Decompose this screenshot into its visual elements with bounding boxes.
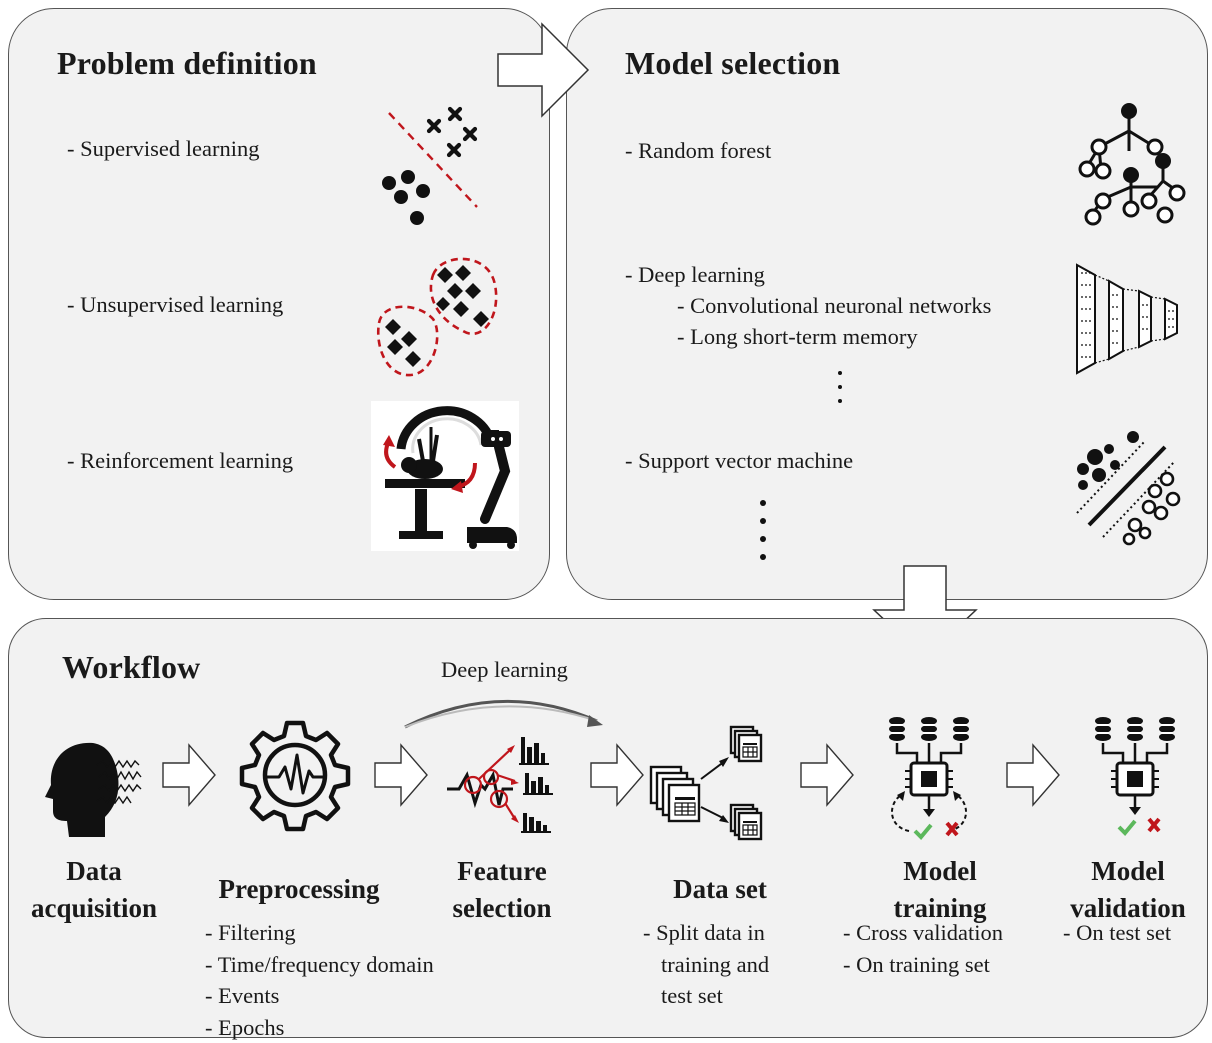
random-forest-item: - Random forest — [625, 138, 772, 163]
supervised-learning-item: - Supervised learning — [67, 136, 260, 161]
cross-icon — [1147, 817, 1161, 833]
deep-learning-item: - Deep learning — [625, 262, 765, 287]
feature-selection-icon — [447, 737, 553, 833]
step-arrow-icon — [374, 743, 428, 807]
step-arrow-icon — [1006, 743, 1060, 807]
deep-learning-label: Deep learning — [441, 657, 568, 682]
data-set-icon — [649, 725, 763, 841]
model-validation-chip-icon — [1095, 717, 1175, 836]
lstm-item: - Long short-term memory — [677, 324, 918, 349]
step-arrow-icon — [590, 743, 644, 807]
data-set-label: Data set — [673, 874, 767, 904]
curved-arrow-icon — [404, 699, 603, 729]
model-selection-panel: Model selection - Random forest - Deep l… — [566, 8, 1208, 600]
ellipsis-dots — [838, 371, 842, 403]
feature-selection-label: Feature selection — [452, 856, 552, 923]
random-forest-icon — [1078, 103, 1186, 226]
supervised-learning-icon — [382, 106, 478, 225]
data-set-details: - Split data in training and test set — [643, 920, 770, 1008]
neural-network-icon — [1076, 263, 1178, 375]
preprocessing-label: Preprocessing — [218, 874, 380, 904]
support-vector-machine-icon — [1076, 431, 1181, 546]
head-eeg-icon — [45, 742, 142, 837]
data-acquisition-label: Data acquisition — [30, 856, 158, 923]
model-validation-label: Model validation — [1070, 856, 1186, 923]
surgical-robot-icon — [371, 401, 519, 551]
gear-icon — [239, 720, 351, 832]
model-training-details: - Cross validation - On training set — [843, 920, 1003, 977]
cnn-item: - Convolutional neuronal networks — [677, 293, 992, 318]
unsupervised-learning-item: - Unsupervised learning — [67, 292, 284, 317]
problem-definition-title: Problem definition — [57, 45, 317, 81]
workflow-panel: Workflow Deep learning — [8, 618, 1208, 1040]
workflow-title: Workflow — [62, 649, 201, 685]
problem-definition-panel: Problem definition - Supervised learning… — [8, 8, 550, 600]
model-training-label: Model training — [893, 856, 987, 923]
preprocessing-details: - Filtering - Time/frequency domain - Ev… — [205, 920, 434, 1040]
reinforcement-learning-item: - Reinforcement learning — [67, 448, 294, 473]
step-arrow-icon — [162, 743, 216, 807]
model-validation-details: - On test set — [1063, 920, 1172, 945]
arrow-right-icon — [497, 22, 590, 118]
model-training-chip-icon — [889, 717, 969, 840]
model-selection-title: Model selection — [625, 45, 841, 81]
svm-item: - Support vector machine — [625, 448, 854, 473]
check-icon — [913, 823, 933, 840]
step-arrow-icon — [800, 743, 854, 807]
check-icon — [1117, 819, 1137, 836]
cross-icon — [945, 821, 959, 837]
unsupervised-learning-icon — [376, 257, 498, 377]
ellipsis-dots-bottom — [760, 500, 766, 560]
